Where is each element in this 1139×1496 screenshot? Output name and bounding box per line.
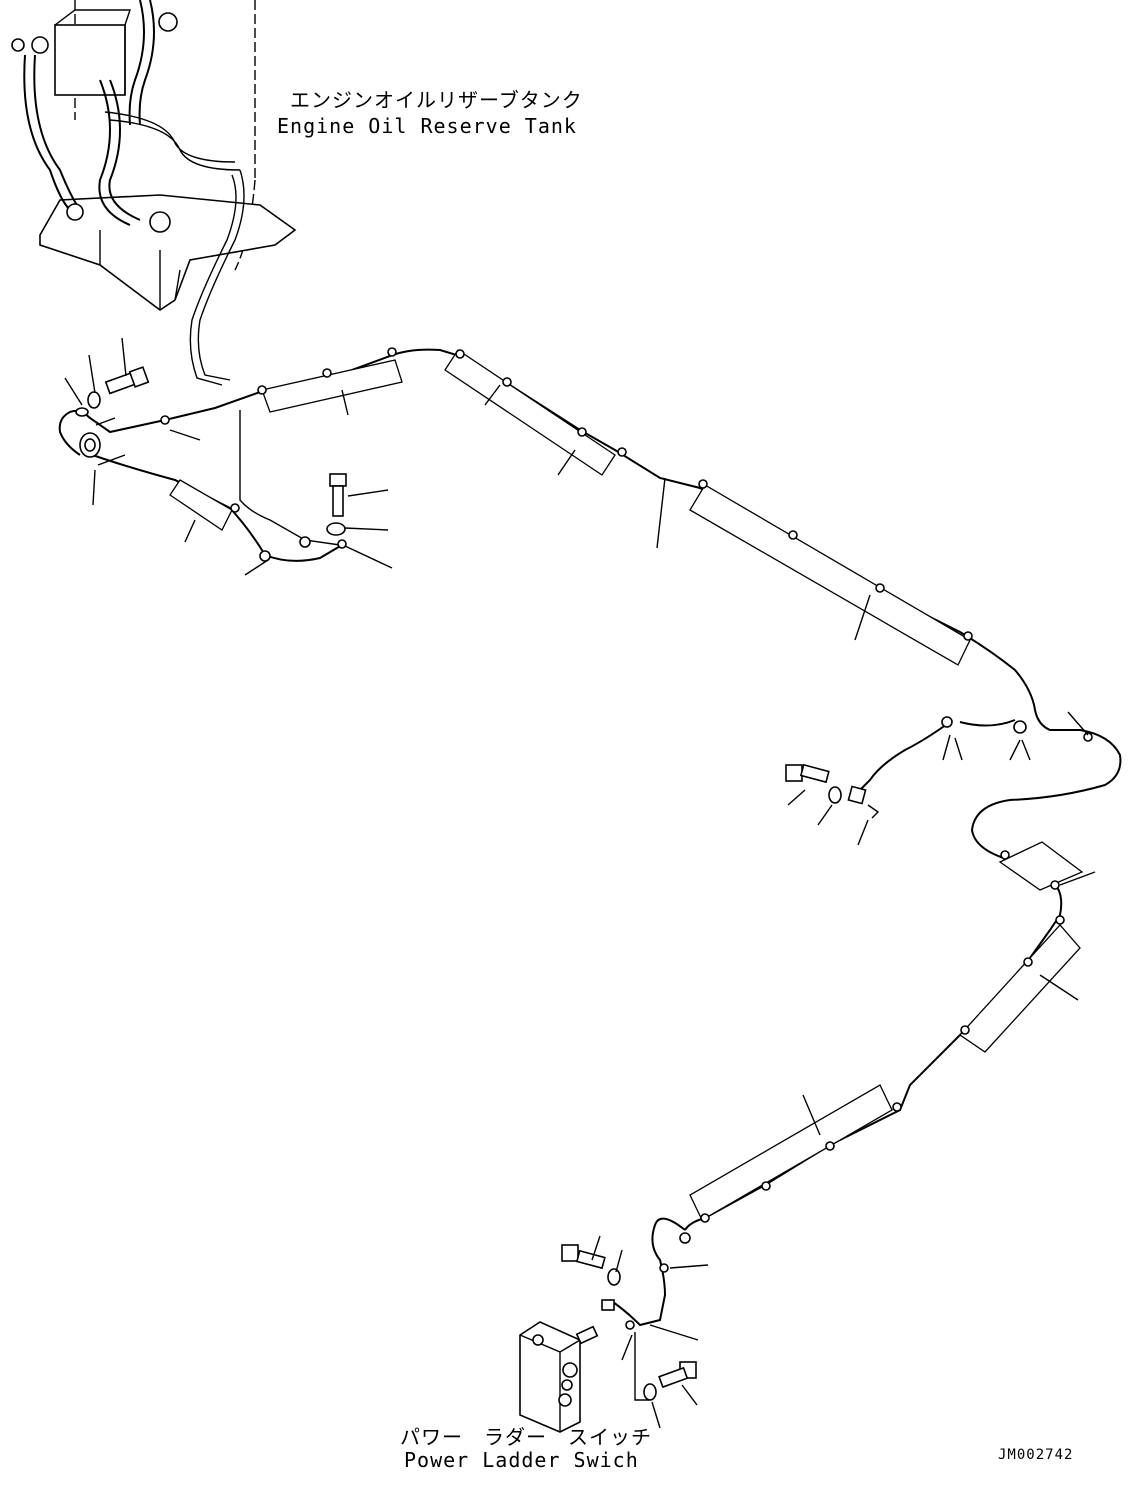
drawing-code: JM002742 xyxy=(998,1447,1074,1463)
protective-sleeves xyxy=(169,349,1084,1221)
power-ladder-switch-label-jp: パワー ラダー スイッチ xyxy=(400,1425,652,1449)
bolts-and-washers xyxy=(87,366,880,1401)
harness xyxy=(58,348,1122,1327)
engine-oil-reserve-tank xyxy=(11,0,297,386)
ground-terminal xyxy=(75,407,101,458)
bolt-icon xyxy=(329,473,347,517)
power-ladder-switch xyxy=(519,1299,615,1433)
harness-clamps xyxy=(160,347,1093,1330)
bolt-icon xyxy=(104,366,150,395)
bolt-icon xyxy=(561,1244,606,1270)
power-ladder-switch-label-en: Power Ladder Swich xyxy=(404,1448,639,1472)
engine-oil-tank-label-en: Engine Oil Reserve Tank xyxy=(277,114,577,138)
engine-oil-tank-label-jp: エンジンオイルリザーブタンク xyxy=(290,88,583,112)
bolt-icon xyxy=(785,763,830,784)
leader-lines xyxy=(64,337,1096,1429)
bolt-icon xyxy=(658,1361,697,1389)
